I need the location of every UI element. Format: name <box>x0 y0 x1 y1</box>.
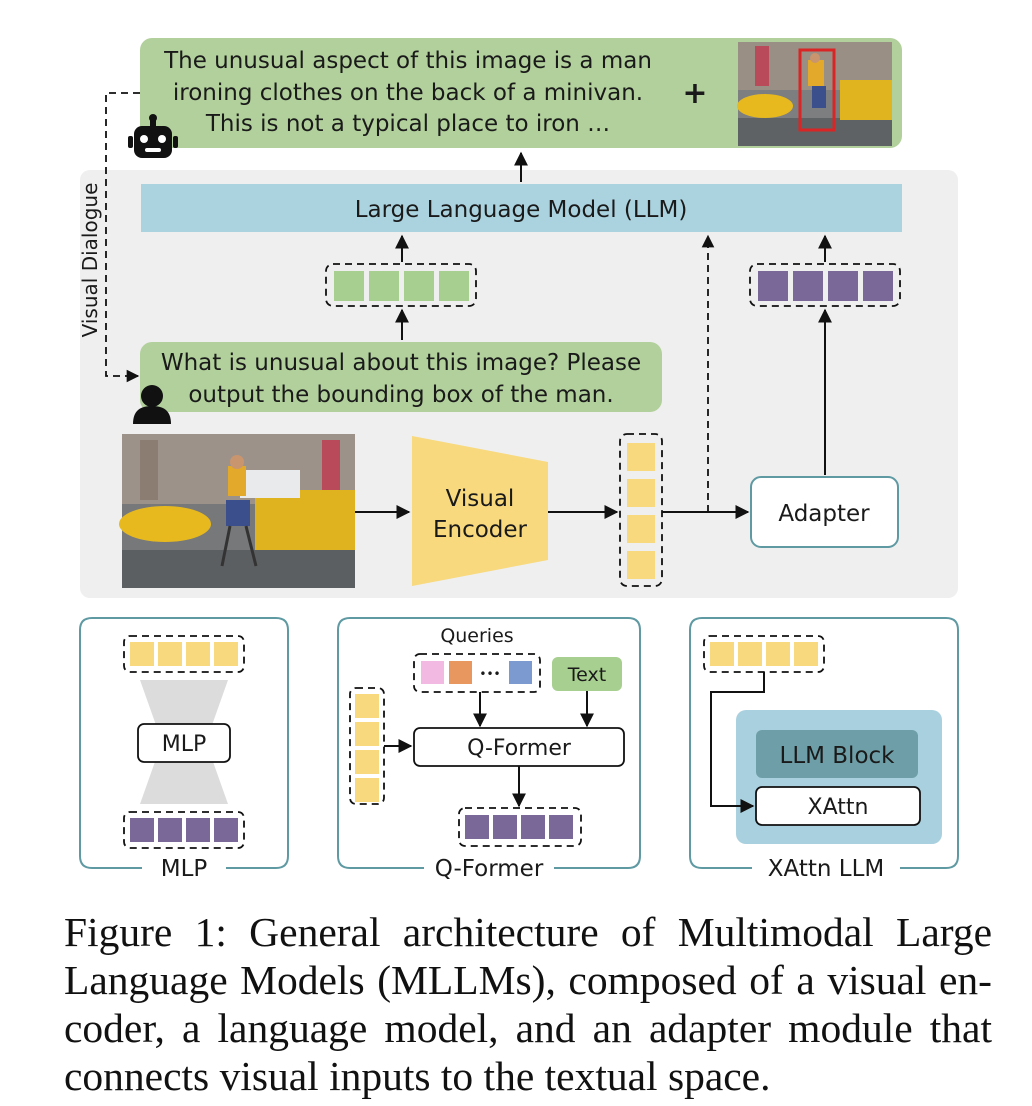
text-token <box>334 271 364 301</box>
xattn-panel-title: XAttn LLM <box>768 856 884 882</box>
visual-encoder: Visual Encoder <box>412 436 548 586</box>
query-tokens: ••• <box>413 653 541 693</box>
text-input-chip <box>552 657 622 691</box>
adapted-token <box>214 818 238 842</box>
query-ellipsis: ••• <box>479 667 500 681</box>
adapted-token <box>863 271 893 301</box>
visual-token <box>627 443 655 471</box>
encoder-label-line-2: Encoder <box>433 517 528 543</box>
visual-token <box>355 750 379 774</box>
xattn-block <box>755 786 921 826</box>
qformer-visual-tokens <box>349 687 385 805</box>
question-bubble: What is unusual about this image? Please… <box>140 342 662 412</box>
question-line-1: What is unusual about this image? Please <box>161 350 641 376</box>
response-line-1: The unusual aspect of this image is a ma… <box>163 48 652 74</box>
visual-token <box>738 642 762 666</box>
visual-dialogue-label: Visual Dialogue <box>78 183 102 338</box>
text-token <box>404 271 434 301</box>
adapted-token <box>549 815 573 839</box>
visual-token <box>627 515 655 543</box>
visual-dialogue-connector <box>105 92 140 383</box>
qformer-panel: Q-Former Queries ••• Text Q-Former <box>337 617 641 882</box>
text-token <box>439 271 469 301</box>
adapted-token <box>758 271 788 301</box>
visual-token <box>627 551 655 579</box>
user-icon <box>133 385 171 424</box>
input-image <box>119 434 355 588</box>
visual-token <box>355 722 379 746</box>
xattn-input-tokens <box>703 635 825 673</box>
adapted-token <box>186 818 210 842</box>
robot-icon <box>128 114 178 158</box>
llm-label: Large Language Model (LLM) <box>355 197 688 223</box>
llm-block-label: LLM Block <box>780 743 896 769</box>
adapted-visual-token-group <box>749 263 901 307</box>
mllm-architecture-diagram: The unusual aspect of this image is a ma… <box>78 38 959 882</box>
visual-token-group <box>619 433 663 587</box>
plus-sign: + <box>682 76 707 111</box>
xattn-block-label: XAttn <box>808 795 869 820</box>
visual-token <box>710 642 734 666</box>
mlp-block <box>137 723 231 763</box>
output-image-with-bounding-box <box>737 42 892 146</box>
adapted-token <box>493 815 517 839</box>
text-input-label: Text <box>567 664 606 686</box>
query-token <box>509 661 532 684</box>
visual-token <box>355 778 379 802</box>
visual-token <box>186 642 210 666</box>
adapted-token <box>158 818 182 842</box>
text-token-group <box>325 263 477 307</box>
mlp-block-label: MLP <box>162 732 207 757</box>
adapted-token <box>521 815 545 839</box>
llm-block: Large Language Model (LLM) <box>141 184 902 232</box>
adapter-label: Adapter <box>778 501 870 527</box>
mlp-output-tokens <box>123 811 245 849</box>
question-line-2: output the bounding box of the man. <box>188 382 613 408</box>
query-token <box>421 661 444 684</box>
qformer-block-label: Q-Former <box>467 736 572 761</box>
adapter-block: Adapter <box>750 476 899 548</box>
qformer-panel-title: Q-Former <box>435 856 544 882</box>
visual-token <box>130 642 154 666</box>
visual-token <box>794 642 818 666</box>
response-line-2: ironing clothes on the back of a minivan… <box>173 80 643 106</box>
visual-token <box>214 642 238 666</box>
queries-label: Queries <box>440 625 513 647</box>
text-token <box>369 271 399 301</box>
adapted-token <box>828 271 858 301</box>
arrow-tokens-to-xattn <box>710 672 765 813</box>
llm-block-inner <box>756 730 918 778</box>
adapted-token <box>130 818 154 842</box>
response-line-3: This is not a typical place to iron … <box>205 111 610 137</box>
encoder-label-line-1: Visual <box>446 486 515 512</box>
response-bubble: The unusual aspect of this image is a ma… <box>140 38 902 148</box>
mlp-panel: MLP MLP <box>79 617 289 882</box>
mlp-input-tokens <box>123 635 245 673</box>
visual-token <box>355 694 379 718</box>
mlp-panel-title: MLP <box>161 856 208 882</box>
adapted-token <box>793 271 823 301</box>
visual-token <box>627 479 655 507</box>
qformer-output-tokens <box>458 807 582 847</box>
visual-token <box>766 642 790 666</box>
query-token <box>449 661 472 684</box>
visual-token <box>158 642 182 666</box>
xattn-llm-panel: XAttn LLM LLM Block XAttn <box>689 617 959 882</box>
adapted-token <box>465 815 489 839</box>
figure-caption: Figure 1: General architecture of Multim… <box>64 909 992 1099</box>
